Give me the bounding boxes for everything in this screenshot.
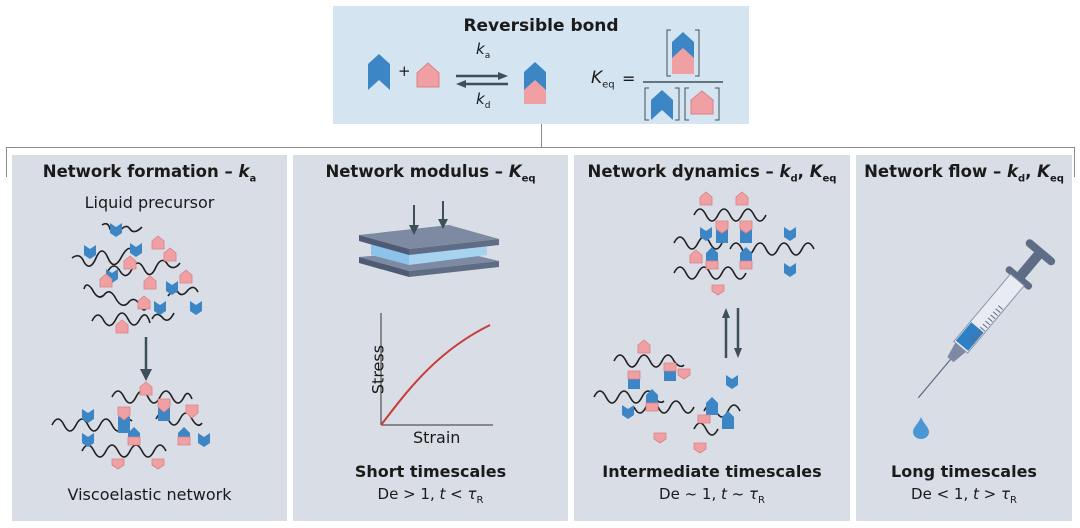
keq-fraction xyxy=(643,29,723,121)
timescale-condition: De ~ 1, t ~ τR xyxy=(659,485,765,506)
panel-title: Network formation – ka xyxy=(42,162,257,185)
droplet-icon xyxy=(913,417,929,439)
plus-sign: + xyxy=(398,62,411,80)
liquid-precursor-illustration xyxy=(71,222,202,334)
panel-network-dynamics: Network dynamics – kd, Keq xyxy=(574,155,850,521)
timescale-condition: De < 1, t > τR xyxy=(911,485,1017,506)
kd-label: kd xyxy=(476,90,491,111)
stress-strain-chart xyxy=(380,313,493,426)
compression-plates-illustration xyxy=(359,201,499,277)
syringe-illustration xyxy=(917,239,1056,399)
bracket-left xyxy=(6,147,7,177)
timescale-condition: De > 1, t < τR xyxy=(377,485,484,506)
bound-pair-icon xyxy=(524,62,546,104)
bracket-line xyxy=(6,147,1075,148)
liquid-precursor-label: Liquid precursor xyxy=(84,193,215,212)
stress-axis-label: Stress xyxy=(368,344,388,395)
panel-network-modulus: Network modulus – Keq Stress Strain Shor… xyxy=(293,155,568,521)
viscoelastic-network-illustration xyxy=(51,381,210,470)
panel-network-formation: Network formation – ka Liquid precursor xyxy=(12,155,287,521)
reversible-bond-title: Reversible bond xyxy=(463,16,619,36)
viscoelastic-network-label: Viscoelastic network xyxy=(67,485,232,504)
strain-axis-label: Strain xyxy=(413,428,461,447)
panel-title: Network dynamics – kd, Keq xyxy=(587,162,837,185)
equilibrium-vertical-arrows-icon xyxy=(722,308,742,358)
equals-sign: = xyxy=(622,69,636,88)
timescale-title: Short timescales xyxy=(354,462,507,481)
connector-line xyxy=(541,124,542,147)
panel-network-flow: Network flow – kd, Keq xyxy=(856,155,1072,521)
panel-title: Network flow – kd, Keq xyxy=(864,162,1064,185)
stress-strain-curve xyxy=(380,324,491,426)
keq-label: Keq xyxy=(591,68,615,91)
bracket-right xyxy=(1074,147,1075,177)
equilibrium-arrows-icon xyxy=(456,72,508,88)
dissociated-network-illustration xyxy=(593,339,741,454)
down-arrow-icon xyxy=(140,337,152,381)
blue-binder-icon xyxy=(368,54,390,90)
timescale-title: Long timescales xyxy=(891,462,1037,481)
ka-label: ka xyxy=(476,40,491,61)
connected-network-illustration xyxy=(673,191,815,296)
reversible-bond-box: Reversible bond + ka kd Keq = xyxy=(333,6,749,124)
pink-binder-icon xyxy=(416,62,440,88)
panel-title: Network modulus – Keq xyxy=(325,162,536,185)
timescale-title: Intermediate timescales xyxy=(602,462,822,481)
